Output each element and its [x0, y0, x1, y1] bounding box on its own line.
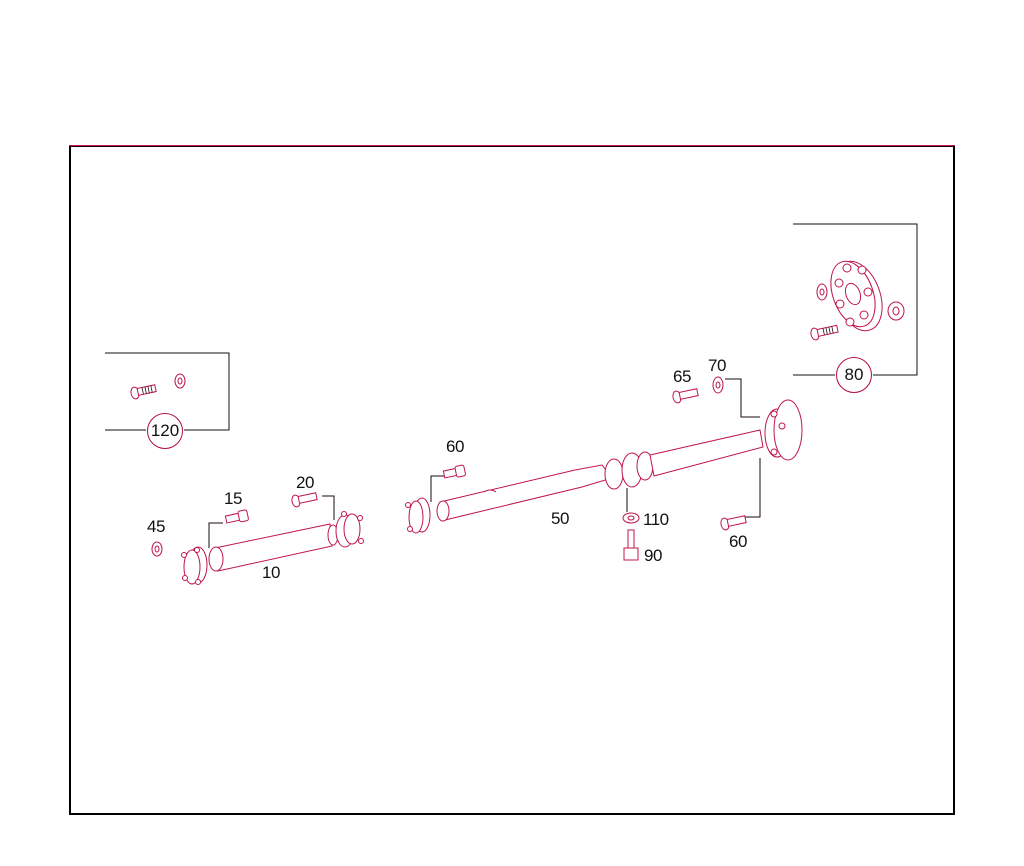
part-label-90[interactable]: 90 — [644, 546, 662, 565]
part-label-70[interactable]: 70 — [708, 356, 726, 375]
part-label-10[interactable]: 10 — [262, 563, 280, 582]
diagram-frame — [69, 145, 955, 815]
rear-shaft-part-50 — [405, 399, 803, 534]
part-label-60-rear[interactable]: 60 — [729, 532, 747, 551]
part-label-45[interactable]: 45 — [147, 517, 165, 536]
callout-kit-80[interactable]: 80 — [836, 357, 872, 393]
washer-45-icon — [151, 541, 163, 557]
part-label-15[interactable]: 15 — [224, 489, 242, 508]
bolt-20-icon — [291, 492, 318, 508]
coupling-disc-icon — [830, 260, 883, 332]
bolt-icon — [810, 324, 839, 341]
part-label-50[interactable]: 50 — [551, 509, 569, 528]
inset-kit-120 — [105, 352, 230, 431]
callout-kit-120[interactable]: 120 — [147, 413, 183, 449]
washer-110-icon — [622, 512, 640, 524]
part-label-20[interactable]: 20 — [296, 473, 314, 492]
bolt-65-icon — [672, 388, 699, 404]
front-shaft-part-10 — [181, 511, 364, 585]
bolt-icon — [130, 384, 157, 400]
washer-icon — [174, 373, 186, 389]
part-label-65[interactable]: 65 — [673, 367, 691, 386]
hex-bolt-90-icon — [623, 529, 639, 561]
bolt-60-rear-icon — [720, 515, 747, 531]
callout-label-80: 80 — [844, 365, 864, 384]
bolt-60-front-icon — [442, 464, 466, 479]
bolt-15-icon — [224, 509, 249, 524]
nut-icon — [887, 301, 905, 321]
part-label-60-front[interactable]: 60 — [446, 437, 464, 456]
callout-label-120: 120 — [150, 421, 180, 440]
washer-70-icon — [712, 376, 724, 394]
washer-icon — [816, 283, 828, 301]
inset-kit-80 — [793, 223, 918, 376]
part-label-110[interactable]: 110 — [643, 510, 669, 529]
